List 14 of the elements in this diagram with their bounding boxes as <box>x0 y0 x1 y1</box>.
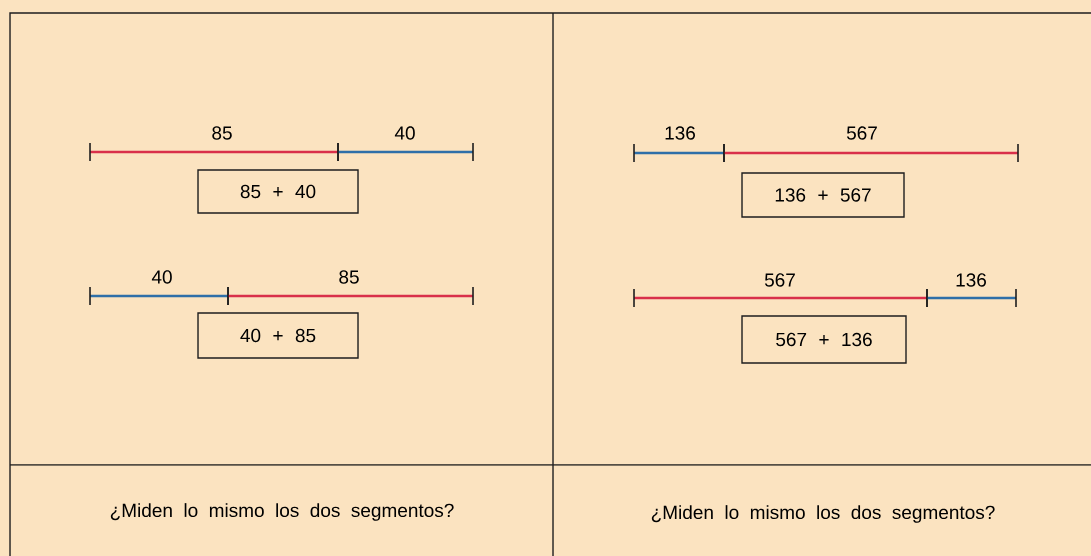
sum-box: 40 + 85 <box>197 312 359 359</box>
question-text: ¿Miden lo mismo los dos segmentos? <box>110 503 454 521</box>
segment-length: 136 <box>665 126 695 140</box>
segment-length: 136 <box>956 273 986 287</box>
question-text: ¿Miden lo mismo los dos segmentos? <box>651 505 995 523</box>
segment-length: 567 <box>846 126 877 140</box>
segment-length: 40 <box>151 270 172 284</box>
sum-box: 567 + 136 <box>741 315 907 364</box>
sum-box: 85 + 40 <box>197 169 359 214</box>
segment-length: 85 <box>339 270 359 284</box>
segment-length: 85 <box>212 126 232 140</box>
segment-length: 40 <box>394 126 415 140</box>
sum-box: 136 + 567 <box>741 172 905 218</box>
segment-length: 567 <box>764 273 795 287</box>
